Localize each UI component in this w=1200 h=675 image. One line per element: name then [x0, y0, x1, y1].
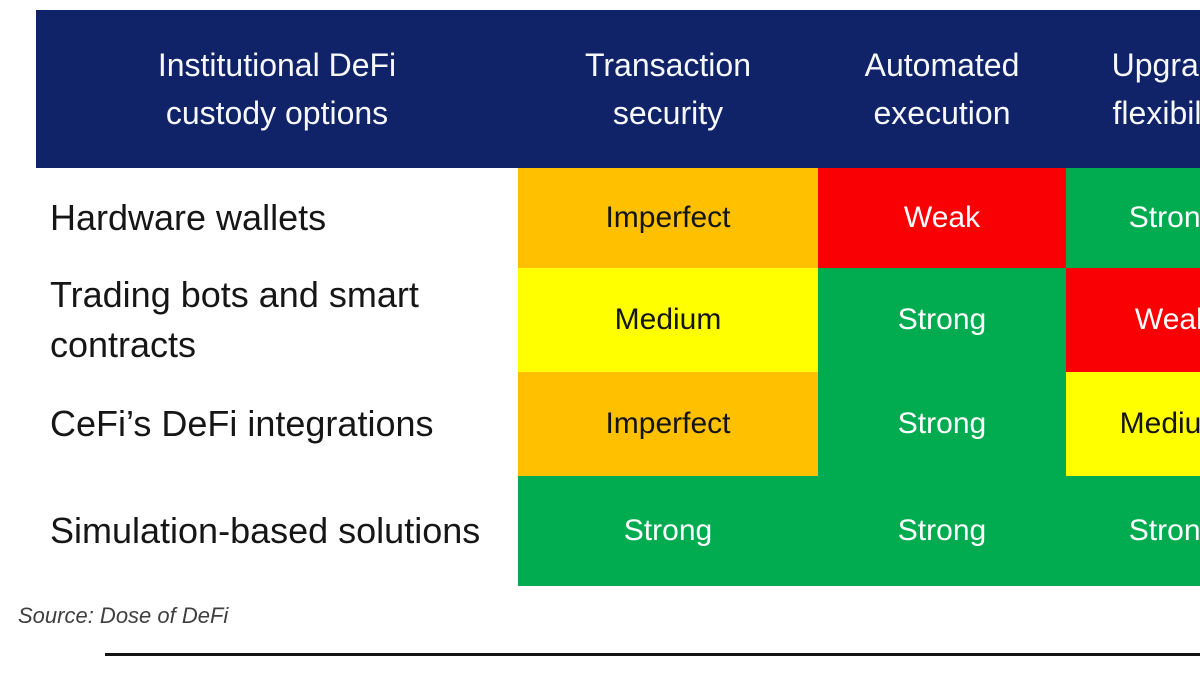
header-cell-upgrade-flexibility: Upgrade flexibility: [1111, 47, 1200, 131]
row-label-trading-bots: Trading bots and smart contracts: [50, 273, 419, 365]
row-label-cefi-defi-integrations: CeFi’s DeFi integrations: [50, 402, 434, 444]
status-cell: Weak: [1066, 268, 1200, 372]
header-cell-custody-options: Institutional DeFi custody options: [157, 47, 397, 131]
status-cell: Strong: [518, 476, 818, 586]
divider-line: [105, 653, 1200, 656]
status-cell: Strong: [818, 476, 1066, 586]
header-cell-automated-execution: Automated execution: [864, 47, 1020, 131]
status-cell: Strong: [1066, 168, 1200, 268]
source-caption: Source: Dose of DeFi: [18, 603, 229, 628]
status-cell: Strong: [818, 372, 1066, 476]
table-header-background: [36, 10, 1200, 168]
status-cell: Weak: [818, 168, 1066, 268]
status-cell: Imperfect: [518, 372, 818, 476]
row-label-hardware-wallets: Hardware wallets: [50, 196, 327, 238]
header-cell-transaction-security: Transaction security: [585, 47, 751, 131]
row-label-simulation-based-solutions: Simulation-based solutions: [50, 509, 481, 551]
status-cell: Strong: [818, 268, 1066, 372]
status-cell: Strong: [1066, 476, 1200, 586]
status-cell: Medium: [518, 268, 818, 372]
status-cell: Medium: [1066, 372, 1200, 476]
status-cell: Imperfect: [518, 168, 818, 268]
